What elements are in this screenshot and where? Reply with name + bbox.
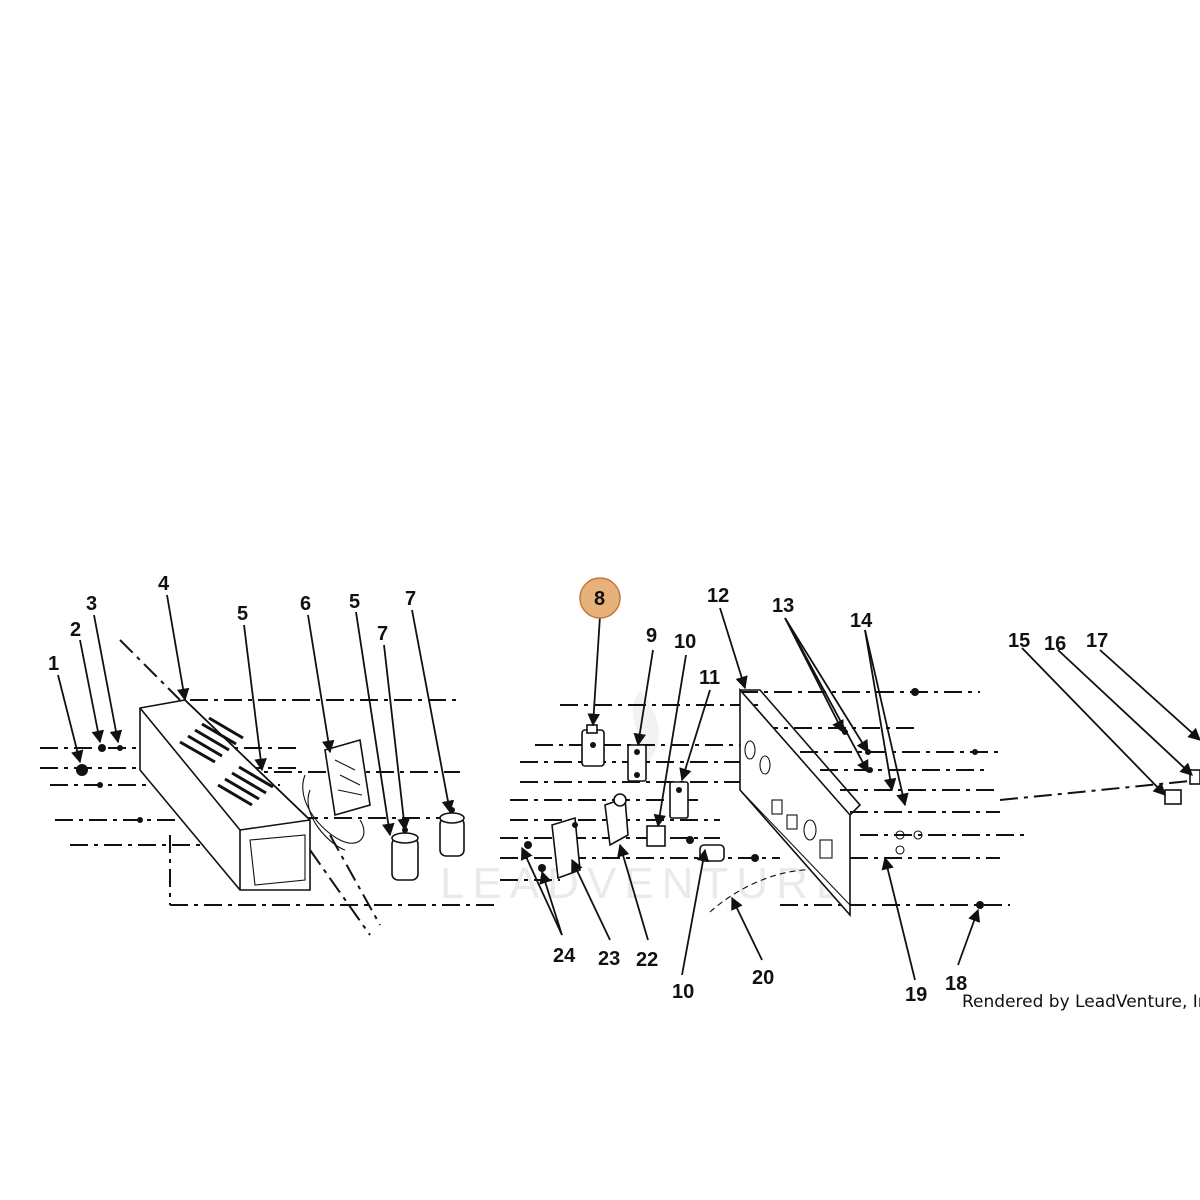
callout-9[interactable]: 9 bbox=[646, 625, 657, 647]
housing-part-4 bbox=[139, 699, 311, 891]
callout-19[interactable]: 19 bbox=[905, 984, 927, 1006]
render-credit: Rendered by LeadVenture, In bbox=[962, 992, 1200, 1012]
left-assembly bbox=[40, 639, 500, 936]
terminal-part-15 bbox=[1164, 789, 1182, 805]
terminal-part-16 bbox=[1189, 769, 1200, 785]
callout-11[interactable]: 11 bbox=[699, 667, 720, 689]
callout-23[interactable]: 23 bbox=[598, 948, 620, 970]
callout-20[interactable]: 20 bbox=[752, 967, 774, 989]
callout-5b[interactable]: 5 bbox=[349, 591, 360, 613]
watermark: LEADVENTURE bbox=[440, 859, 853, 908]
bracket-part-22 bbox=[604, 793, 629, 847]
callout-10[interactable]: 10 bbox=[674, 631, 696, 653]
callout-24[interactable]: 24 bbox=[553, 945, 576, 967]
callout-10b[interactable]: 10 bbox=[672, 981, 694, 1003]
center-assembly bbox=[500, 704, 836, 913]
callout-5[interactable]: 5 bbox=[237, 603, 248, 625]
callout-13[interactable]: 13 bbox=[772, 595, 794, 617]
screw-part-24b bbox=[538, 864, 546, 872]
callout-17[interactable]: 17 bbox=[1086, 630, 1108, 652]
capacitor-part-7a bbox=[391, 827, 419, 881]
leader-lines bbox=[57, 594, 1200, 981]
callout-4[interactable]: 4 bbox=[158, 573, 170, 595]
callout-8[interactable]: 8 bbox=[594, 588, 605, 610]
screw-part-1 bbox=[76, 764, 88, 776]
callout-3[interactable]: 3 bbox=[86, 593, 97, 615]
watermark-logo bbox=[632, 690, 659, 770]
callout-7b[interactable]: 7 bbox=[405, 588, 416, 610]
callout-7[interactable]: 7 bbox=[377, 623, 388, 645]
nut-part-3 bbox=[117, 745, 123, 751]
callout-22[interactable]: 22 bbox=[636, 949, 658, 971]
screw-part-18 bbox=[976, 901, 984, 909]
callout-18[interactable]: 18 bbox=[945, 973, 967, 995]
relay-part-8 bbox=[581, 724, 605, 767]
connector-part-10 bbox=[646, 825, 694, 847]
callout-labels: 1 2 3 4 5 6 5 7 7 8 9 10 11 12 13 14 15 … bbox=[48, 573, 1108, 1006]
callout-6[interactable]: 6 bbox=[300, 593, 311, 615]
callout-2[interactable]: 2 bbox=[70, 619, 81, 641]
right-panel bbox=[739, 687, 1200, 918]
callout-12[interactable]: 12 bbox=[707, 585, 729, 607]
callout-16[interactable]: 16 bbox=[1044, 633, 1066, 655]
washer-part-2 bbox=[98, 744, 106, 752]
callout-14[interactable]: 14 bbox=[850, 610, 873, 632]
switch-part-9 bbox=[627, 744, 647, 782]
callout-15[interactable]: 15 bbox=[1008, 630, 1030, 652]
panel-part-12 bbox=[739, 687, 862, 918]
circuit-board-part-6 bbox=[302, 738, 371, 851]
switch-part-11 bbox=[669, 781, 689, 819]
capacitor-part-7b bbox=[439, 807, 465, 857]
screw-part-24a bbox=[524, 841, 532, 849]
callout-1[interactable]: 1 bbox=[48, 653, 59, 675]
callout-8-highlight bbox=[579, 577, 621, 619]
